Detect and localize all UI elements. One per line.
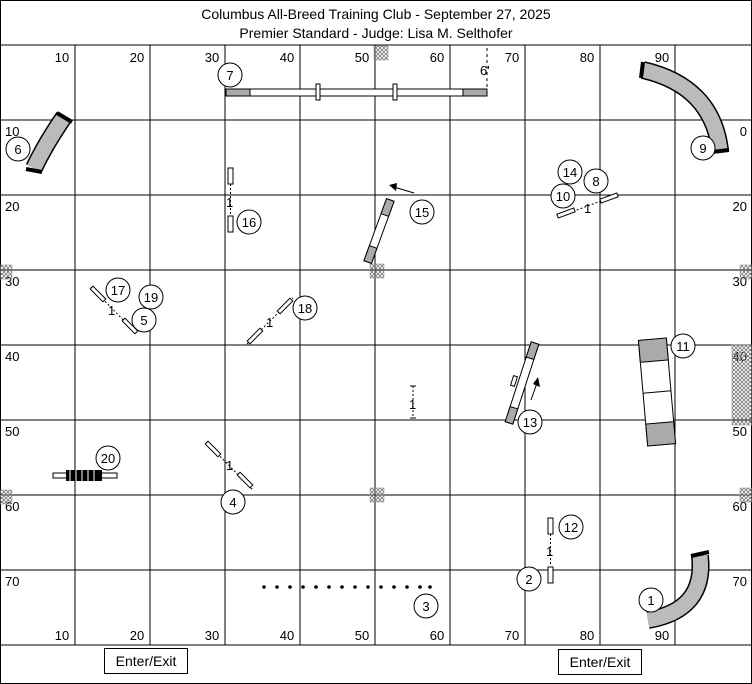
course-subtitle: Premier Standard - Judge: Lisa M. Seltho… [239, 25, 513, 41]
jump-obstacle [547, 517, 554, 584]
obstacle-number: 13 [523, 415, 537, 430]
grid-label: 60 [430, 628, 444, 643]
obstacle-number: 9 [699, 141, 706, 156]
obstacle-number: 7 [226, 68, 233, 83]
ring-marker [373, 45, 389, 61]
top-grid-labels: 10 20 30 40 50 60 70 80 90 [55, 50, 669, 65]
jump-height-label: 1 [226, 195, 233, 210]
aframe-obstacle [637, 337, 677, 447]
jump-obstacle [89, 285, 139, 335]
grid-label: 70 [505, 50, 519, 65]
grid-label: 20 [130, 50, 144, 65]
grid-lines [0, 45, 752, 645]
grid-label: 60 [733, 499, 747, 514]
grid-label: 70 [5, 574, 19, 589]
dogwalk-height-label: 6' [480, 63, 490, 78]
obstacle-number: 12 [564, 520, 578, 535]
bottom-grid-labels: 10 20 30 40 50 60 70 80 90 [55, 628, 669, 643]
grid-label: 60 [430, 50, 444, 65]
ring-markers [0, 45, 752, 505]
obstacle-number-circles [5, 62, 716, 619]
ring-marker [739, 487, 752, 503]
grid-label: 40 [5, 349, 19, 364]
tunnel-obstacle [646, 550, 710, 629]
ring-marker [0, 489, 13, 505]
jump-obstacle [556, 192, 619, 219]
grid-label: 50 [355, 50, 369, 65]
obstacle-number: 17 [111, 283, 125, 298]
obstacle-number: 4 [229, 495, 236, 510]
tire-obstacle [52, 470, 118, 481]
teeter-obstacle [504, 341, 540, 425]
course-title: Columbus All-Breed Training Club - Septe… [201, 6, 551, 22]
obstacle-number: 20 [101, 451, 115, 466]
jump-height-label: 1 [584, 201, 591, 216]
jump-height-label: 1 [546, 544, 553, 559]
jump-height-label: 1 [108, 303, 115, 318]
obstacle-number: 14 [563, 165, 577, 180]
obstacle-number: 6 [14, 142, 21, 157]
teeter-obstacle [363, 183, 415, 265]
enter-exit-left: Enter/Exit [104, 648, 188, 674]
grid-label: 90 [655, 628, 669, 643]
obstacle-number: 5 [140, 313, 147, 328]
jump-obstacle [410, 385, 416, 419]
jump-obstacle [204, 440, 254, 491]
grid-label: 50 [733, 424, 747, 439]
grid-label: 50 [5, 424, 19, 439]
left-grid-labels: 10 20 30 40 50 60 70 [5, 124, 19, 589]
obstacle-number: 10 [556, 189, 570, 204]
jump-height-label: 1 [266, 315, 273, 330]
grid-label: 70 [505, 628, 519, 643]
tunnel-obstacle [25, 111, 74, 174]
grid-label: 20 [733, 199, 747, 214]
tunnel-obstacle [639, 61, 730, 154]
grid-label: 90 [655, 50, 669, 65]
grid-label: 10 [5, 124, 19, 139]
grid-label: 80 [580, 628, 594, 643]
ring-marker [731, 344, 752, 426]
obstacle-number: 8 [592, 174, 599, 189]
grid-label: 50 [355, 628, 369, 643]
obstacle-number: 18 [298, 301, 312, 316]
grid-label: 20 [5, 199, 19, 214]
ring-marker [0, 264, 13, 280]
obstacle-number: 15 [415, 205, 429, 220]
ring-marker [369, 487, 385, 503]
grid-label: 30 [205, 50, 219, 65]
obstacle-number: 19 [144, 290, 158, 305]
jump-obstacle [227, 167, 234, 233]
ring-marker [739, 264, 752, 280]
obstacle-number: 16 [242, 215, 256, 230]
jump-height-label: 1 [226, 458, 233, 473]
grid-label: 70 [733, 574, 747, 589]
obstacle-number: 2 [525, 572, 532, 587]
enter-exit-right: Enter/Exit [558, 649, 642, 675]
ring-marker [369, 263, 385, 279]
grid-label: 10 [55, 628, 69, 643]
grid-label: 40 [280, 50, 294, 65]
grid-label: 40 [280, 628, 294, 643]
grid-label: 80 [580, 50, 594, 65]
grid-label: 0 [740, 124, 747, 139]
obstacle-numbers: 1 2 3 4 5 6 7 8 9 10 11 12 13 14 15 16 1… [14, 68, 706, 614]
grid-label: 20 [130, 628, 144, 643]
obstacle-number: 3 [422, 599, 429, 614]
dogwalk-obstacle [225, 48, 488, 101]
jump-obstacle [246, 297, 294, 345]
grid-label: 10 [55, 50, 69, 65]
grid-label: 30 [205, 628, 219, 643]
jump-height-label: 1 [409, 397, 416, 412]
obstacle-number: 1 [647, 593, 654, 608]
weave-poles [262, 585, 432, 589]
obstacle-number: 11 [676, 339, 690, 354]
